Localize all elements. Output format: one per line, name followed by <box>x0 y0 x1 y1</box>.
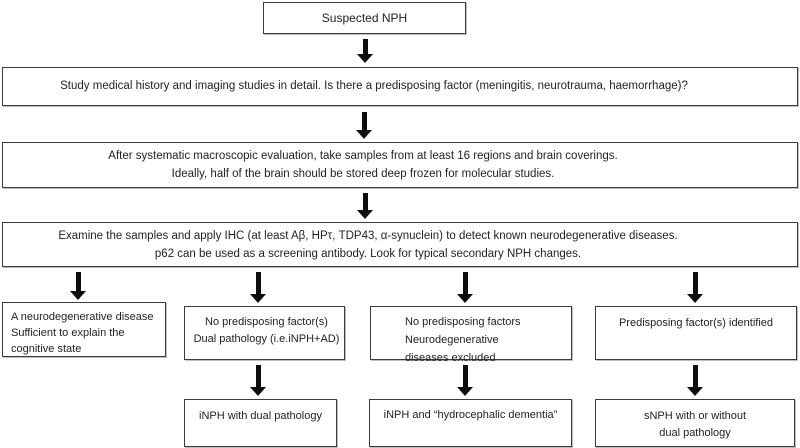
arrow-down-icon <box>357 39 373 63</box>
node-ihc-line2: p62 can be used as a screening antibody.… <box>154 247 582 260</box>
node-sampling: After systematic macroscopic evaluation,… <box>2 142 798 188</box>
outcome-diseases-excluded-line3: diseases excluded <box>405 352 496 364</box>
outcome-factor-identified-text: Predisposing factor(s) identified <box>618 317 774 329</box>
node-sampling-line1: After systematic macroscopic evaluation,… <box>108 150 618 162</box>
node-final-inph-dual-pathology: iNPH with dual pathology <box>184 399 337 447</box>
node-outcome-dual-pathology: No predisposing factor(s) Dual pathology… <box>184 306 345 360</box>
node-medical-history: Study medical history and imaging studie… <box>2 67 798 106</box>
node-final-inph-hydrocephalic-dementia: iNPH and “hydrocephalic dementia” <box>369 399 572 447</box>
arrow-down-icon <box>356 112 372 139</box>
outcome-dual-pathology-line2: Dual pathology (i.e.iNPH+AD) <box>193 333 340 345</box>
node-suspected-nph: Suspected NPH <box>263 2 466 34</box>
arrow-down-icon <box>687 365 703 396</box>
final-snph-line1: sNPH with or without <box>643 410 747 422</box>
outcome-dual-pathology-line1: No predisposing factor(s) <box>205 316 328 328</box>
arrow-down-icon <box>250 272 266 303</box>
outcome-diseases-excluded-line2: Neurodegenerative <box>405 334 499 346</box>
outcome-diseases-excluded-line1: No predisposing factors <box>405 316 521 328</box>
arrow-down-icon <box>357 193 373 219</box>
node-ihc-examination: Examine the samples and apply IHC (at le… <box>2 222 798 267</box>
outcome-neurodegenerative-line2: Sufficient to explain the <box>11 327 125 339</box>
final-inph-hydrocephalic-dementia-text: iNPH and “hydrocephalic dementia” <box>383 409 558 421</box>
arrow-down-icon <box>457 365 473 396</box>
final-inph-dual-pathology-text: iNPH with dual pathology <box>199 410 322 422</box>
node-outcome-diseases-excluded: No predisposing factors Neurodegenerativ… <box>370 306 572 364</box>
arrow-down-icon <box>687 272 703 303</box>
node-final-snph: sNPH with or without dual pathology <box>595 399 795 447</box>
node-sampling-line2: Ideally, half of the brain should be sto… <box>171 168 555 180</box>
arrow-down-icon <box>250 365 266 396</box>
node-ihc-line1: Examine the samples and apply IHC (at le… <box>58 229 678 242</box>
node-medical-history-text: Study medical history and imaging studie… <box>60 80 688 92</box>
node-suspected-nph-text: Suspected NPH <box>321 11 408 25</box>
arrow-down-icon <box>70 272 86 300</box>
outcome-neurodegenerative-line1: A neurodegenerative disease <box>11 311 154 323</box>
final-snph-line2: dual pathology <box>659 427 731 439</box>
node-outcome-factor-identified: Predisposing factor(s) identified <box>595 306 797 360</box>
outcome-neurodegenerative-line3: cognitive state <box>11 343 82 355</box>
arrow-down-icon <box>457 272 473 303</box>
node-outcome-neurodegenerative: A neurodegenerative disease Sufficient t… <box>2 302 166 357</box>
